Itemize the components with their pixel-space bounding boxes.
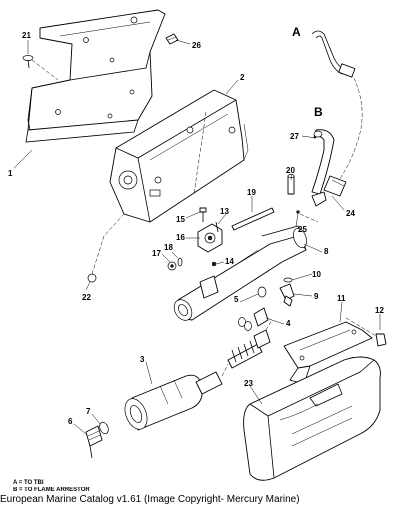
- callout-11: 11: [337, 294, 346, 303]
- part-19-rod: [231, 207, 275, 231]
- callout-1: 1: [8, 169, 13, 178]
- callout-numbers: 1 2 3 4 5 6 7 8 9 10 11 12 13 14 15 16 1…: [8, 25, 384, 426]
- callout-9: 9: [314, 292, 319, 301]
- callout-20: 20: [286, 166, 295, 175]
- callout-21: 21: [22, 31, 31, 40]
- part-24-hose-fitting: [311, 175, 347, 207]
- callout-18: 18: [164, 243, 173, 252]
- callout-2: 2: [240, 73, 245, 82]
- part-6-fitting: [85, 425, 103, 459]
- part-7-o-ring: [99, 421, 109, 435]
- callout-17: 17: [152, 249, 161, 258]
- callout-14: 14: [225, 257, 234, 266]
- callout-4: 4: [286, 319, 291, 328]
- part-23-reservoir: [243, 356, 381, 481]
- part-26-clip: [165, 33, 179, 45]
- part-13-screw: [215, 221, 219, 233]
- image-caption: European Marine Catalog v1.61 (Image Cop…: [0, 494, 300, 505]
- callout-24: 24: [346, 209, 355, 218]
- part-25-small-screw: [296, 210, 319, 223]
- callout-6: 6: [68, 417, 73, 426]
- callout-22: 22: [82, 293, 91, 302]
- part-5-o-rings: [238, 286, 267, 331]
- callout-10: 10: [312, 270, 321, 279]
- leader-lines: [13, 39, 381, 435]
- callout-15: 15: [176, 215, 185, 224]
- part-4-connector: [253, 307, 269, 327]
- part-22-ring: [87, 213, 125, 283]
- part-20-fitting: [287, 174, 295, 195]
- callout-16: 16: [176, 233, 185, 242]
- part-17-cap: [167, 261, 177, 271]
- part-2-housing: [109, 89, 249, 223]
- legend-b: B = TO FLAME ARRESTOR: [13, 487, 90, 491]
- part-15-screw: [199, 207, 207, 222]
- fuel-line-to-tbi: [311, 30, 363, 185]
- callout-27: 27: [290, 132, 299, 141]
- part-8-pump-housing: [173, 225, 307, 321]
- part-27-vent-hose: [311, 129, 335, 195]
- callout-25: 25: [298, 225, 307, 234]
- callout-23: 23: [244, 379, 253, 388]
- part-12-clip: [375, 333, 387, 347]
- callout-13: 13: [220, 207, 229, 216]
- callout-5: 5: [234, 295, 239, 304]
- callout-26: 26: [192, 41, 201, 50]
- part-16-regulator: [197, 223, 223, 253]
- callout-19: 19: [247, 188, 256, 197]
- part-10-o-ring: [283, 277, 293, 283]
- part-18-seal: [177, 257, 183, 267]
- legend-a: A = TO TBI: [13, 480, 44, 486]
- part-9-elbow-fitting: [279, 283, 295, 307]
- callout-7: 7: [86, 407, 91, 416]
- callout-8: 8: [324, 247, 329, 256]
- part-11-bracket: [283, 317, 377, 385]
- view-letter-b: B: [314, 105, 323, 119]
- part-21-screw: [22, 55, 59, 81]
- view-letter-a: A: [292, 25, 301, 39]
- part-14-screw: [211, 261, 217, 267]
- callout-12: 12: [375, 306, 384, 315]
- callout-3: 3: [140, 355, 145, 364]
- part-3-fuel-pump: [124, 319, 273, 431]
- part-1-mounting-bracket: [25, 9, 166, 143]
